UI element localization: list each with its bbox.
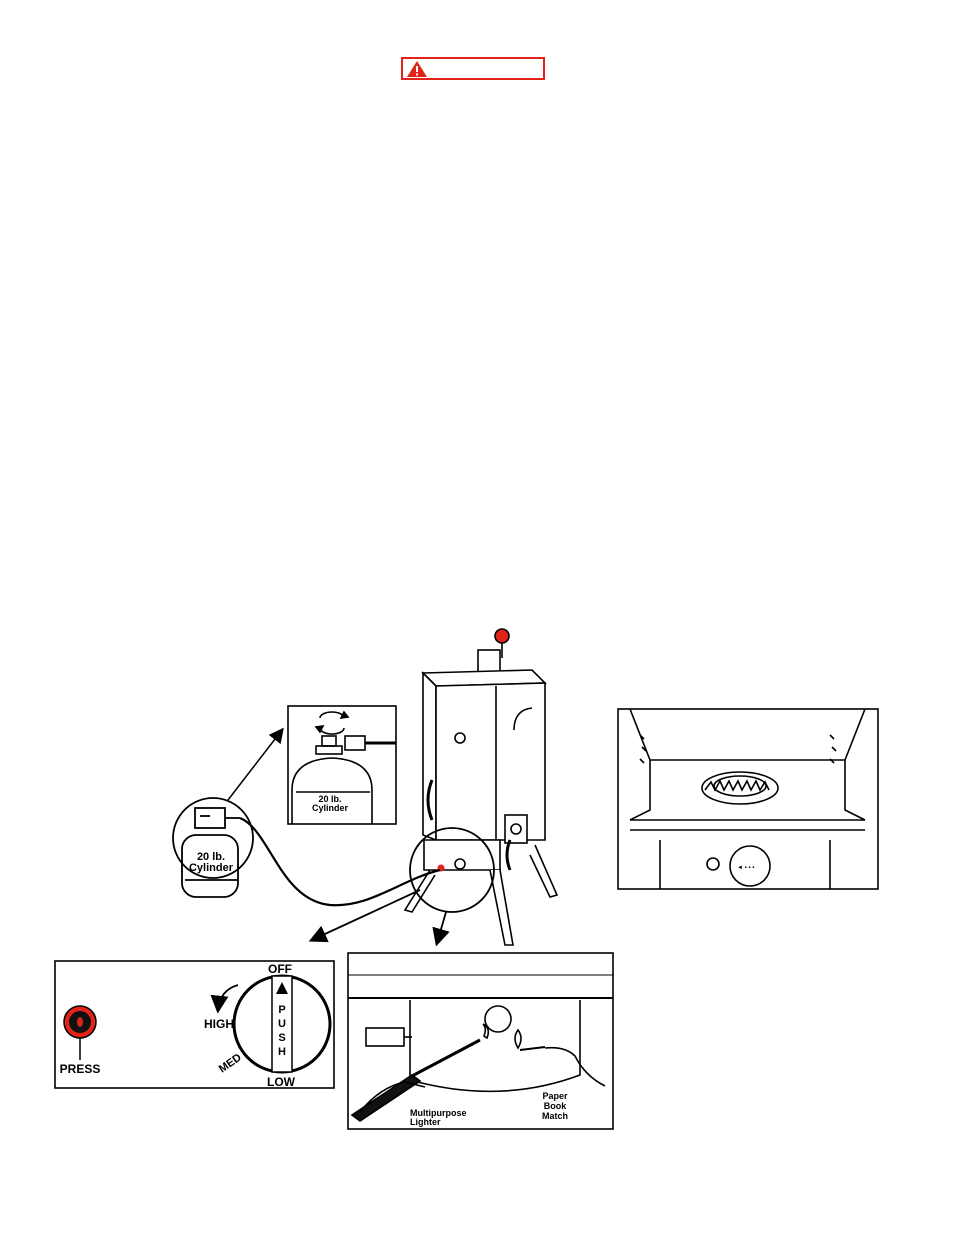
gas-cylinder — [172, 797, 254, 898]
dial-push-u: U — [278, 1018, 286, 1030]
dial-push-h: H — [278, 1046, 286, 1058]
dial-push-p: P — [278, 1004, 285, 1016]
lighter-label-line1: Multipurpose — [410, 1108, 467, 1118]
match-label-line2: Book — [544, 1101, 567, 1111]
lighting-view-inset — [347, 952, 614, 1130]
regulator-inset — [287, 705, 397, 825]
dial-off-label: OFF — [268, 962, 292, 976]
match-label-line1: Paper — [542, 1091, 568, 1101]
smoker-cabinet — [403, 628, 559, 946]
dial-high-label: HIGH — [204, 1017, 234, 1031]
zoom-circle — [409, 827, 495, 913]
control-knob-inset — [54, 960, 335, 1089]
warning-badge — [401, 57, 545, 80]
inset-cylinder-label-line1: 20 lb. — [318, 794, 341, 804]
match-label-line3: Match — [542, 1111, 568, 1121]
arrow-to-control-knob — [308, 889, 421, 943]
cylinder-label-line1: 20 lb. — [197, 851, 225, 863]
warning-triangle-icon — [407, 61, 427, 77]
inset-cylinder-label-line2: Cylinder — [312, 803, 349, 813]
arrow-to-lighting-view — [432, 911, 450, 947]
dial-push-s: S — [278, 1032, 285, 1044]
burner-interior-view: ◄ ▪ ▪ ▪ — [617, 708, 879, 890]
dial-low-label: LOW — [267, 1075, 296, 1089]
arrow-to-regulator — [227, 727, 284, 801]
svg-text:◄ ▪ ▪ ▪: ◄ ▪ ▪ ▪ — [737, 865, 754, 871]
lighter-label-line2: Lighter — [410, 1117, 441, 1127]
cylinder-label-line2: Cylinder — [189, 862, 234, 874]
gas-hose — [239, 816, 441, 907]
press-label: PRESS — [60, 1062, 101, 1076]
